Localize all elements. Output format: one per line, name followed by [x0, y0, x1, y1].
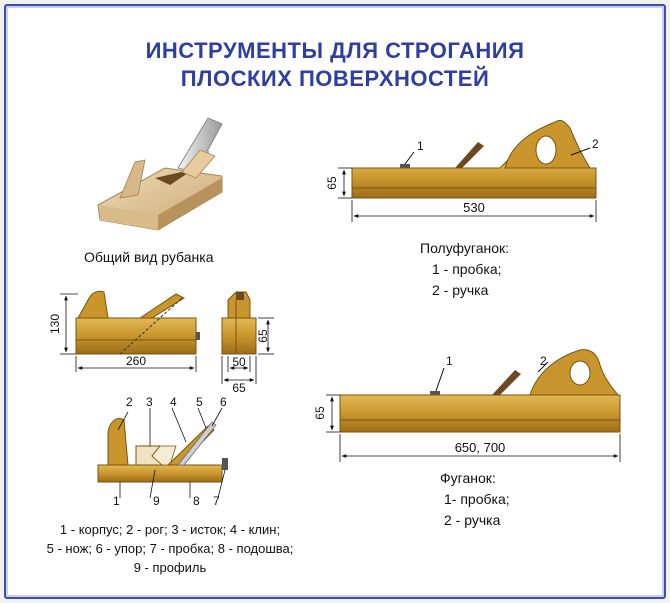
section-top-5: 5 — [196, 395, 203, 409]
side-length-label: 260 — [126, 354, 146, 368]
front-width-top-label: 50 — [232, 355, 246, 369]
section-top-6: 6 — [220, 395, 227, 409]
half-jointer-callout-2: 2 — [592, 137, 599, 151]
plane-front-view — [221, 291, 274, 384]
legend-line-3: 9 - профиль — [133, 560, 207, 575]
jointer-item-2: 2 - ручка — [444, 512, 501, 528]
jointer-length-label: 650, 700 — [455, 440, 506, 455]
legend-line-2: 5 - нож; 6 - упор; 7 - пробка; 8 - подош… — [46, 541, 294, 556]
section-bottom-1: 1 — [113, 494, 120, 508]
section-bottom-7: 7 — [213, 494, 220, 508]
jointer-item-1: 1- пробка; — [444, 491, 510, 507]
poster-title-line1: ИНСТРУМЕНТЫ ДЛЯ СТРОГАНИЯ — [145, 38, 525, 63]
half-jointer-item-1: 1 - пробка; — [432, 261, 502, 277]
jointer-callout-1: 1 — [446, 354, 453, 368]
jointer-callout-2: 2 — [540, 354, 547, 368]
plane-photo — [97, 117, 223, 231]
photo-caption: Общий вид рубанка — [84, 249, 214, 265]
poster-frame — [4, 4, 666, 599]
half-jointer-callout-1: 1 — [417, 139, 424, 153]
half-jointer-length-label: 530 — [463, 200, 485, 215]
side-height-label: 130 — [48, 314, 62, 334]
plane-section-view — [97, 407, 228, 499]
section-bottom-8: 8 — [193, 494, 200, 508]
section-top-2: 2 — [126, 395, 133, 409]
half-jointer-drawing — [338, 119, 597, 222]
front-width-bottom-label: 65 — [232, 381, 246, 395]
jointer-height-label: 65 — [313, 406, 327, 420]
section-top-3: 3 — [146, 395, 153, 409]
jointer-drawing — [326, 349, 621, 462]
section-bottom-9: 9 — [153, 494, 160, 508]
section-top-4: 4 — [170, 395, 177, 409]
half-jointer-item-2: 2 - ручка — [432, 282, 489, 298]
plane-side-view — [60, 290, 200, 372]
half-jointer-title: Полуфуганок: — [420, 240, 510, 256]
section-legend: 1 - корпус; 2 - рог; 3 - исток; 4 - клин… — [20, 520, 320, 577]
legend-line-1: 1 - корпус; 2 - рог; 3 - исток; 4 - клин… — [59, 522, 281, 537]
jointer-title: Фуганок: — [440, 470, 496, 486]
front-height-label: 65 — [256, 329, 270, 343]
half-jointer-height-label: 65 — [325, 176, 339, 190]
poster-title-line2: ПЛОСКИХ ПОВЕРХНОСТЕЙ — [180, 66, 490, 91]
